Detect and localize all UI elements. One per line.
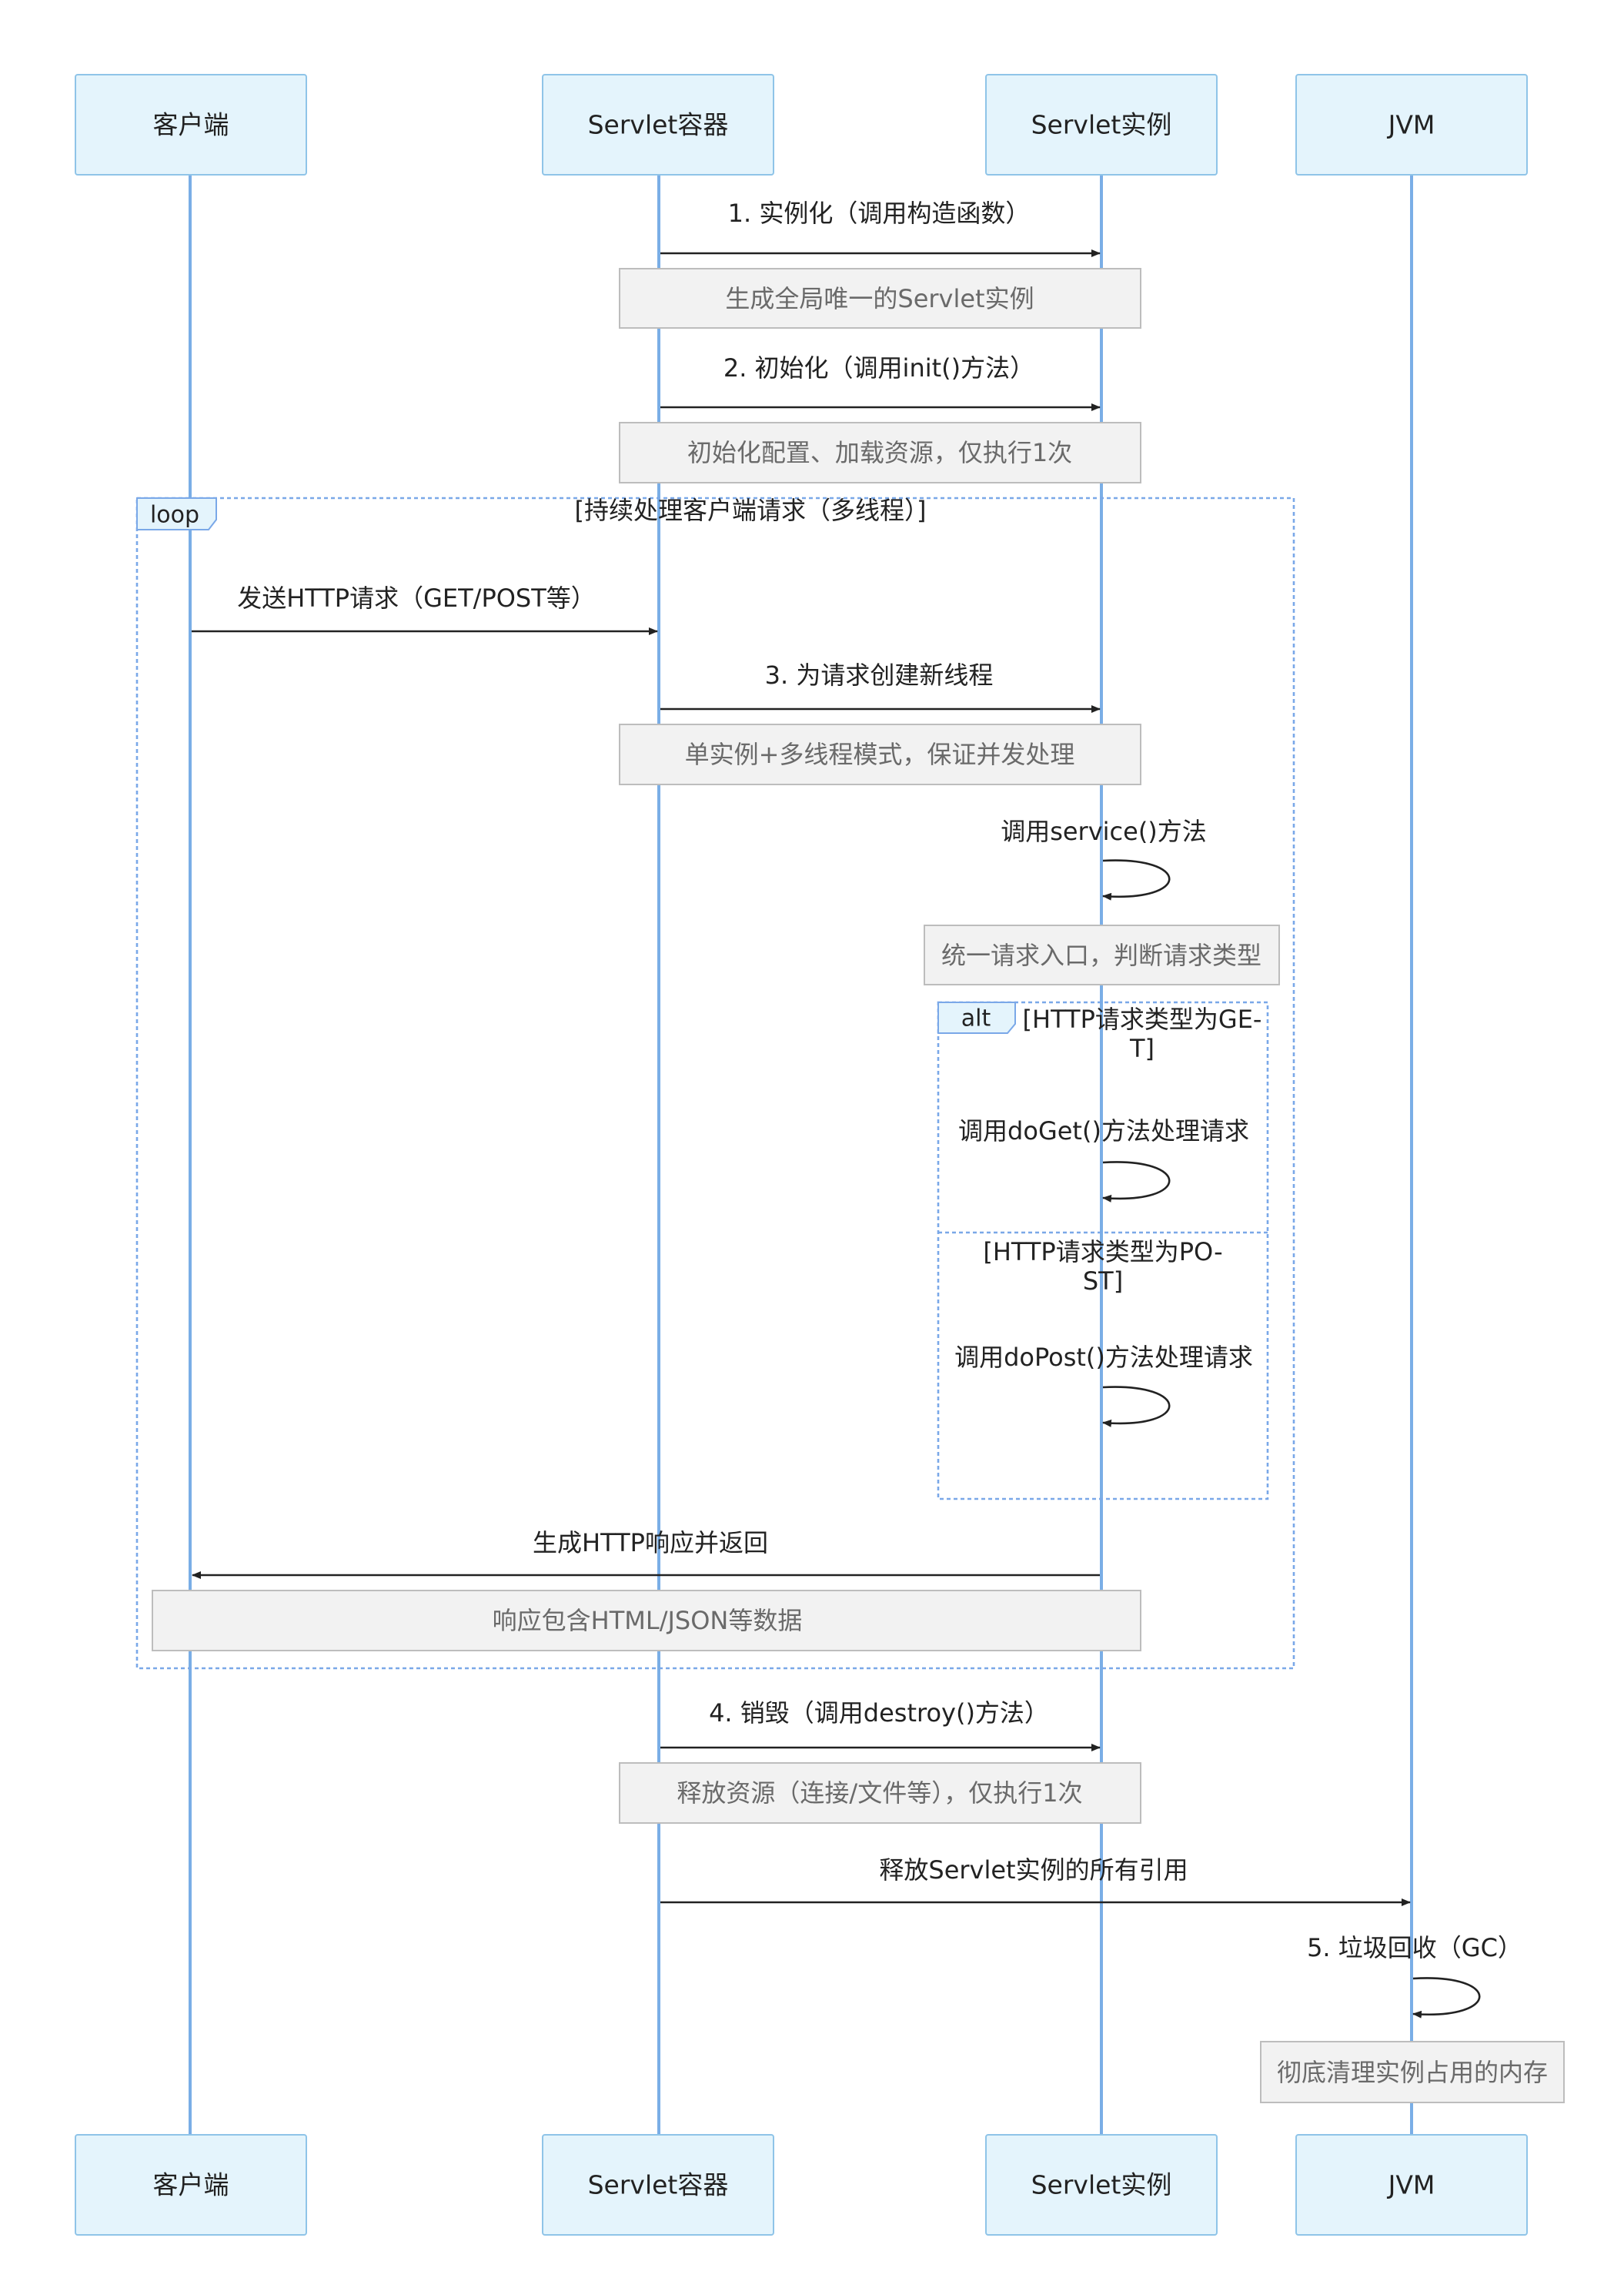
note-unified-entry-text: 统一请求入口，判断请求类型 [941, 941, 1261, 970]
participant-instance-label: Servlet实例 [1031, 110, 1172, 140]
participant-container-top: Servlet容器 [542, 74, 774, 176]
participant-instance-bottom-label: Servlet实例 [1031, 2170, 1172, 2200]
message-destroy-label: 4. 销毁（调用destroy()方法） [709, 1698, 1049, 1728]
note-clean-memory: 彻底清理实例占用的内存 [1260, 2041, 1565, 2103]
note-init-config: 初始化配置、加载资源，仅执行1次 [619, 422, 1141, 483]
participant-client-label: 客户端 [153, 110, 229, 140]
participant-instance-bottom: Servlet实例 [985, 2134, 1218, 2236]
alt-frame: alt [HTTP请求类型为GE- T] [HTTP请求类型为PO- ST] [937, 1001, 1269, 1500]
participant-jvm-bottom: JVM [1295, 2134, 1528, 2236]
alt-condition-get-line1: [HTTP请求类型为GE- [1023, 1005, 1262, 1034]
participant-client-bottom-label: 客户端 [153, 2170, 229, 2200]
note-unified-entry: 统一请求入口，判断请求类型 [924, 925, 1280, 985]
note-init-config-text: 初始化配置、加载资源，仅执行1次 [687, 438, 1072, 467]
message-new-thread-label: 3. 为请求创建新线程 [765, 661, 994, 690]
note-clean-memory-text: 彻底清理实例占用的内存 [1277, 2058, 1548, 2087]
message-dopost-label: 调用doPost()方法处理请求 [954, 1343, 1253, 1372]
note-unique-instance: 生成全局唯一的Servlet实例 [619, 268, 1141, 329]
message-http-request-label: 发送HTTP请求（GET/POST等） [237, 584, 596, 613]
message-gc-arrow [1412, 1977, 1481, 2019]
participant-jvm-top: JVM [1295, 74, 1528, 176]
note-unique-instance-text: 生成全局唯一的Servlet实例 [725, 284, 1034, 313]
message-dopost-arrow [1102, 1386, 1171, 1427]
alt-frame-label: alt [961, 1005, 991, 1032]
message-release-refs-label: 释放Servlet实例的所有引用 [879, 1855, 1188, 1885]
note-multithread-text: 单实例+多线程模式，保证并发处理 [685, 740, 1075, 769]
note-response-data: 响应包含HTML/JSON等数据 [152, 1590, 1141, 1651]
participant-container-label: Servlet容器 [588, 110, 729, 140]
note-multithread: 单实例+多线程模式，保证并发处理 [619, 724, 1141, 785]
message-http-response-label: 生成HTTP响应并返回 [533, 1528, 768, 1557]
participant-client-bottom: 客户端 [75, 2134, 307, 2236]
message-gc-label: 5. 垃圾回收（GC） [1307, 1933, 1522, 1962]
participant-client-top: 客户端 [75, 74, 307, 176]
message-doget-label: 调用doGet()方法处理请求 [958, 1116, 1249, 1146]
participant-container-bottom: Servlet容器 [542, 2134, 774, 2236]
loop-frame: loop [持续处理客户端请求（多线程）] [135, 496, 1295, 1670]
participant-jvm-label: JVM [1387, 110, 1435, 140]
loop-frame-condition: [持续处理客户端请求（多线程）] [575, 496, 927, 525]
participant-container-bottom-label: Servlet容器 [588, 2170, 729, 2200]
message-doget-arrow [1102, 1161, 1171, 1203]
note-release-resources: 释放资源（连接/文件等），仅执行1次 [619, 1762, 1141, 1824]
alt-condition-post-line2: ST] [1083, 1266, 1123, 1296]
message-service-arrow [1102, 859, 1171, 901]
message-service-label: 调用service()方法 [1001, 817, 1207, 846]
participant-instance-top: Servlet实例 [985, 74, 1218, 176]
note-release-resources-text: 释放资源（连接/文件等），仅执行1次 [677, 1778, 1082, 1808]
loop-frame-label: loop [150, 502, 199, 529]
alt-condition-get-line2: T] [1129, 1034, 1155, 1063]
note-response-data-text: 响应包含HTML/JSON等数据 [493, 1606, 803, 1635]
alt-condition-post-line1: [HTTP请求类型为PO- [983, 1237, 1222, 1266]
participant-jvm-bottom-label: JVM [1387, 2170, 1435, 2200]
message-instantiate-label: 1. 实例化（调用构造函数） [728, 199, 1031, 228]
message-init-label: 2. 初始化（调用init()方法） [723, 353, 1034, 383]
